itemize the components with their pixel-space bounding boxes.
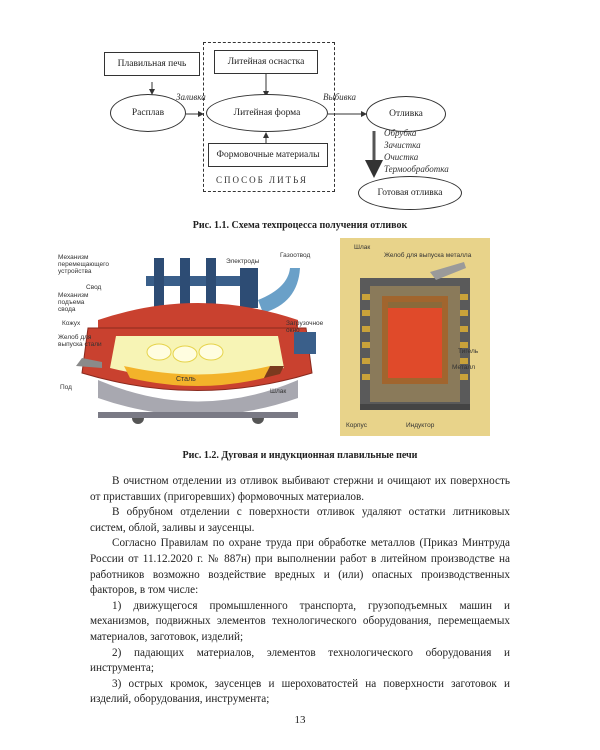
metal-label: Металл	[452, 364, 475, 371]
electrode-lift-label: Механизм перемещающего устройства	[58, 254, 110, 275]
steel-label: Сталь	[176, 376, 196, 383]
casting-method-frame	[203, 42, 335, 192]
roof-lift-label: Механизм подъема свода	[58, 292, 89, 313]
roof-label: Свод	[86, 284, 102, 291]
induction-furnace-drawing	[360, 262, 470, 410]
flue-label: Газоотвод	[280, 252, 311, 259]
list-item: 2) падающих материалов, элементов технол…	[90, 646, 510, 675]
finished-casting-label: Готовая отливка	[377, 188, 443, 198]
molding-materials-box: Формовочные материалы	[208, 143, 328, 167]
list-item: 1) движущегося промышленного транспорта,…	[90, 599, 510, 643]
foundry-tooling-label: Литейная оснастка	[227, 57, 305, 67]
paragraph: В обрубном отделении с поверхности отлив…	[90, 506, 510, 534]
step-blasting: Очистка	[384, 152, 419, 162]
body-text: В очистном отделении из отливок выбивают…	[90, 474, 510, 708]
mold-oval: Литейная форма	[206, 94, 328, 132]
shell-label: Кожух	[62, 320, 81, 327]
list-item: 3) острых кромок, заусенцев и шероховато…	[90, 677, 510, 706]
arc-furnace-drawing	[76, 258, 316, 424]
melt-label: Расплав	[131, 108, 165, 118]
slag-label: Шлак	[270, 388, 287, 395]
crucible-label: Тигель	[458, 348, 479, 355]
casting-oval: Отливка	[366, 96, 446, 132]
step-trimming: Обрубка	[384, 128, 417, 138]
floor-label: Под	[60, 384, 72, 391]
step-cleaning: Зачистка	[384, 140, 421, 150]
finished-casting-oval: Готовая отливка	[358, 176, 462, 210]
casting-label: Отливка	[389, 109, 423, 119]
process-flowchart: Плавильная печь Расплав Заливка Литейная…	[0, 30, 600, 220]
molding-materials-label: Формовочные материалы	[216, 150, 320, 160]
electrodes-label: Электроды	[226, 258, 260, 265]
melting-furnace-box: Плавильная печь	[104, 52, 200, 76]
melting-furnace-label: Плавильная печь	[117, 59, 187, 69]
mold-label: Литейная форма	[233, 108, 301, 118]
induction-furnace-illustration: Шлак Желоб для выпуска металла Тигель Ме…	[340, 238, 490, 436]
arc-furnace-illustration: Механизм перемещающего устройства Электр…	[58, 248, 340, 436]
melt-oval: Расплав	[110, 94, 186, 132]
paragraph: В очистном отделении из отливок выбивают…	[90, 475, 510, 503]
knockout-label: Выбивка	[323, 92, 357, 102]
step-heat-treatment: Термообработка	[384, 164, 449, 174]
casting-method-label: СПОСОБ ЛИТЬЯ	[216, 175, 308, 185]
loading-window-label: Загрузочное окно	[286, 320, 324, 334]
foundry-tooling-box: Литейная оснастка	[214, 50, 318, 74]
paragraph: Согласно Правилам по охране труда при об…	[90, 537, 510, 597]
body-label: Корпус	[346, 422, 367, 429]
tap-spout-label: Желоб для выпуска стали	[58, 334, 102, 348]
figure-1-1-caption: Рис. 1.1. Схема техпроцесса получения от…	[192, 220, 408, 231]
spout-label: Желоб для выпуска металла	[384, 252, 472, 259]
page-number: 13	[294, 714, 306, 726]
slag-label: Шлак	[354, 244, 371, 251]
inductor-label: Индуктор	[406, 422, 435, 429]
figure-1-2-caption: Рис. 1.2. Дуговая и индукционная плавиль…	[182, 450, 418, 461]
pouring-label: Заливка	[176, 92, 206, 102]
